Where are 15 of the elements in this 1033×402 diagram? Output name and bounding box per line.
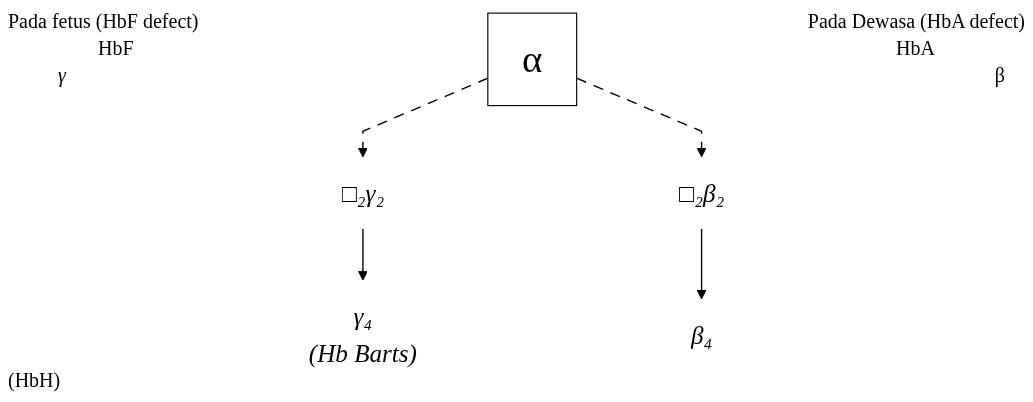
chain-label: β xyxy=(994,64,1005,87)
arrow xyxy=(357,227,368,281)
hemoglobin-label: HbA xyxy=(896,37,935,60)
section-heading: Pada fetus (HbF defect) xyxy=(8,10,199,33)
chain-label: □₂β₂ xyxy=(679,178,725,207)
hemoglobin-label: HbF xyxy=(98,37,134,60)
chain-label: γ₄ (Hb Barts) xyxy=(308,301,417,368)
symbol-box: α xyxy=(487,12,578,106)
arrow xyxy=(576,77,707,157)
chain-label: β₄ xyxy=(690,320,713,349)
chain-label: □₂γ₂ xyxy=(341,178,385,207)
section-heading: Pada Dewasa (HbA defect) xyxy=(807,10,1025,33)
chain-label: γ xyxy=(58,64,66,87)
arrow xyxy=(696,227,707,300)
hemoglobin-label: (HbH) xyxy=(8,369,61,392)
